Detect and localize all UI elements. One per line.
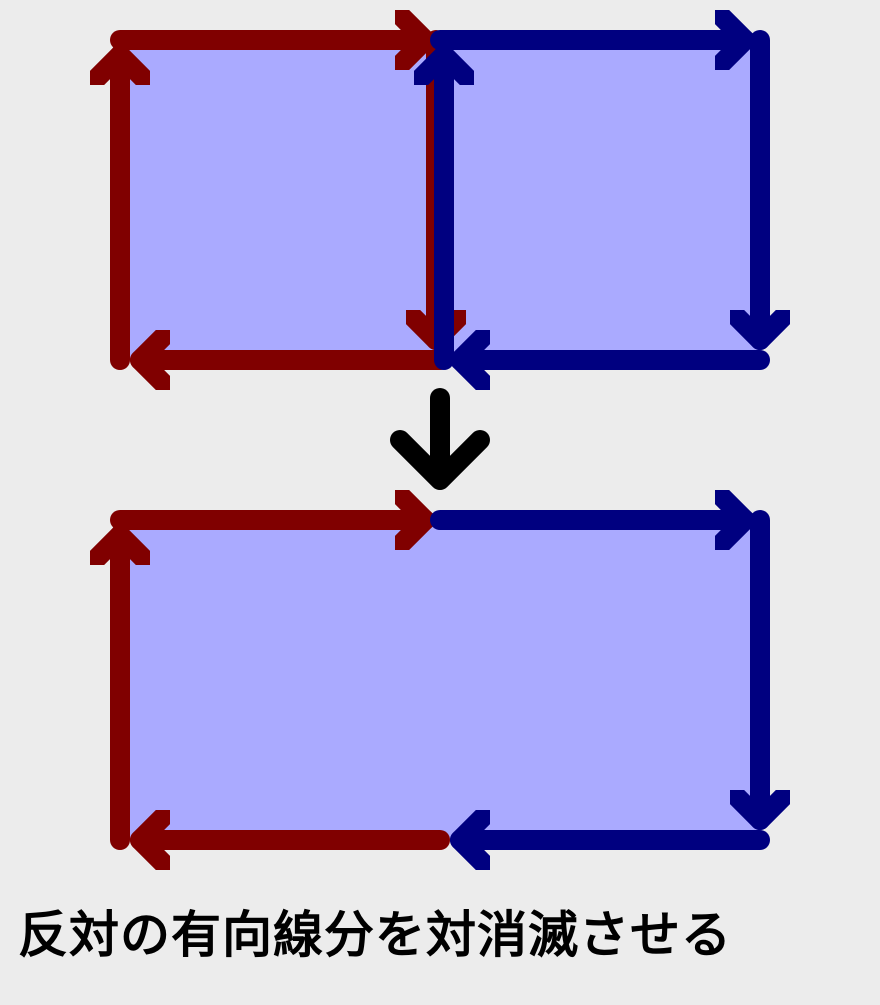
top-diagram: [120, 40, 760, 360]
bottom-rectangle-fill: [120, 520, 760, 840]
transition-arrow-head: [390, 430, 490, 490]
bottom-diagram: [120, 520, 760, 840]
top-right-square-fill: [440, 40, 760, 360]
caption-text: 反対の有向線分を対消滅させる: [18, 906, 732, 964]
top-left-square-fill: [120, 40, 440, 360]
transition-arrow: [390, 388, 490, 490]
